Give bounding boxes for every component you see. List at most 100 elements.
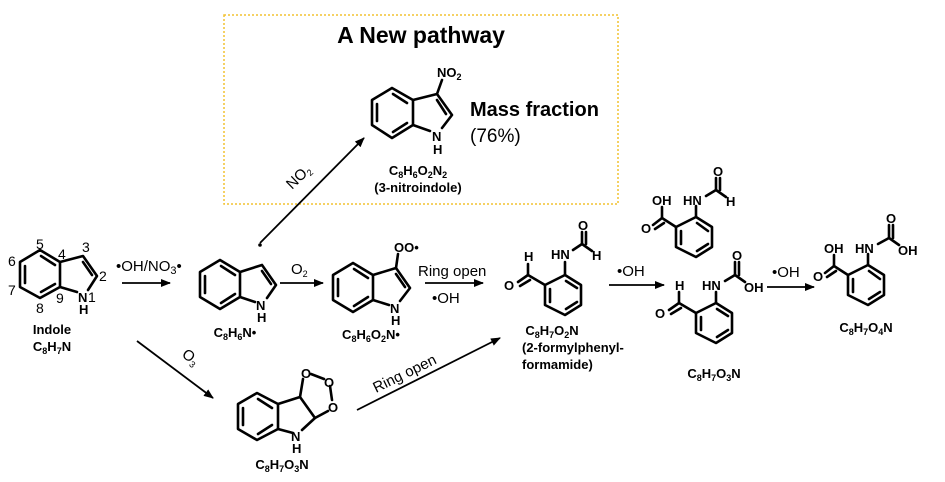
double-bond — [39, 254, 57, 267]
arrow-label-oh-step2: •OH — [772, 264, 800, 281]
arrow-o3 — [136, 340, 214, 399]
indole-structure: N H 1 2 3 4 5 6 7 8 9 Indole C8H7N — [8, 236, 107, 356]
bond — [667, 301, 681, 312]
double-bond — [394, 272, 407, 289]
arrow-label-oh-step1: •OH — [617, 263, 645, 280]
oxygen-atom: O — [655, 306, 665, 321]
double-bond — [39, 282, 57, 294]
bond — [58, 285, 79, 294]
oxygen-atom: O — [641, 221, 651, 236]
double-bond — [715, 307, 730, 318]
oxygen-atom: O — [813, 269, 823, 284]
position-label: 4 — [58, 246, 66, 262]
double-bond — [669, 306, 683, 316]
ozonide-formula: C8H7O3N — [255, 457, 308, 474]
double-bond — [564, 300, 579, 311]
bond — [876, 236, 891, 246]
hydrogen-atom: H — [433, 142, 442, 157]
nitroindole-name: (3-nitroindole) — [374, 180, 461, 195]
bond — [526, 273, 547, 287]
bond — [660, 216, 678, 229]
bond — [516, 273, 530, 284]
bond — [309, 372, 326, 381]
carboxy-formamide-structure: OH O HN O H — [641, 164, 735, 259]
bond — [435, 78, 444, 96]
formyl-carbamic-acid-structure: H O HN O OH C8H7O3N — [655, 248, 764, 383]
double-bond — [867, 269, 882, 281]
position-label: 7 — [8, 282, 16, 298]
nitroindole-structure: NO2 N H C8H6O2N2 (3-nitroindole) — [370, 65, 462, 195]
bond — [723, 273, 737, 283]
double-bond — [391, 121, 409, 134]
double-bond — [391, 92, 409, 105]
double-bond — [715, 328, 730, 339]
double-bond — [81, 260, 94, 277]
double-bond — [564, 279, 579, 290]
nitro-group: NO2 — [437, 65, 462, 82]
peroxy-radical-formula: C8H6O2N• — [342, 327, 400, 344]
double-bond — [653, 221, 666, 231]
oxygen-atom: O — [504, 278, 514, 293]
double-bond — [695, 221, 710, 233]
oxygen-atom: O — [324, 375, 334, 390]
formylphenylformamide-name-line2: formamide) — [522, 357, 593, 372]
arrow-ring-open-bottom — [356, 337, 501, 411]
new-pathway-border — [223, 14, 619, 205]
double-bond — [867, 290, 882, 301]
oxygen-atom: O — [732, 248, 742, 263]
arrow-label-o2: O2 — [291, 261, 308, 279]
five-membered-ring — [276, 395, 317, 432]
c8h7o3n-formula: C8H7O3N — [687, 366, 740, 383]
bond — [411, 123, 432, 133]
nitrogen-atom: N — [390, 301, 399, 316]
new-pathway-title: A New pathway — [337, 22, 505, 48]
double-bond — [256, 397, 274, 410]
double-bond — [256, 423, 274, 436]
bond — [328, 384, 334, 402]
bond — [371, 298, 391, 307]
double-bond — [219, 264, 237, 277]
indolyl-radical-formula: C8H6N• — [214, 325, 257, 342]
bond — [276, 427, 295, 435]
bond — [580, 242, 594, 253]
nitroindole-formula: C8H6O2N2 — [389, 163, 447, 180]
arrow-label-oh: •OH — [432, 290, 460, 307]
indolyl-radical-structure: N H C8H6N• — [198, 243, 278, 342]
ozonide-structure: O O O N H C8H7O3N — [236, 366, 338, 474]
oxygen-atom: O — [301, 366, 311, 381]
radical-dot — [258, 243, 262, 247]
hydrogen-atom: H — [391, 313, 400, 328]
nitrogen-atom: N — [432, 129, 441, 144]
double-bond — [260, 269, 273, 286]
bond — [571, 242, 584, 252]
oxygen-atom: O — [578, 218, 588, 233]
hydroxyl-group: OH — [744, 280, 764, 295]
formylphenylformamide-structure: H O HN O H C8H7O2N (2-formylphenyl- form… — [504, 218, 624, 372]
oxygen-atom: O — [886, 211, 896, 226]
arrow-label-no2: NO2 — [283, 162, 315, 194]
position-label: 8 — [36, 300, 44, 316]
position-label: 3 — [82, 239, 90, 255]
hydrogen-atom: H — [592, 248, 601, 263]
hydroxyl-group: OH — [652, 193, 672, 208]
double-bond — [352, 295, 370, 308]
hydrogen-atom: H — [79, 302, 88, 317]
indole-formula: C8H7N — [33, 339, 71, 356]
arrow-label-oh-no3: •OH/NO3• — [116, 258, 182, 277]
bond — [238, 295, 257, 304]
amine-group: HN — [683, 193, 702, 208]
mass-fraction-value: (76%) — [470, 126, 521, 147]
peroxy-radical-structure: OO• N H C8H6O2N• — [331, 240, 419, 344]
pyrrole-ring — [411, 92, 454, 130]
hydroxyl-group: OH — [898, 243, 918, 258]
double-bond — [695, 242, 710, 253]
nitrogen-atom: N — [291, 429, 300, 444]
oxygen-atom: O — [713, 164, 723, 179]
bond — [714, 188, 728, 199]
double-bond — [219, 292, 237, 305]
arrow-label-o3: O3 — [178, 346, 202, 370]
hydroxyl-group: OH — [824, 241, 844, 256]
double-bond — [518, 278, 532, 288]
bond — [704, 188, 718, 198]
